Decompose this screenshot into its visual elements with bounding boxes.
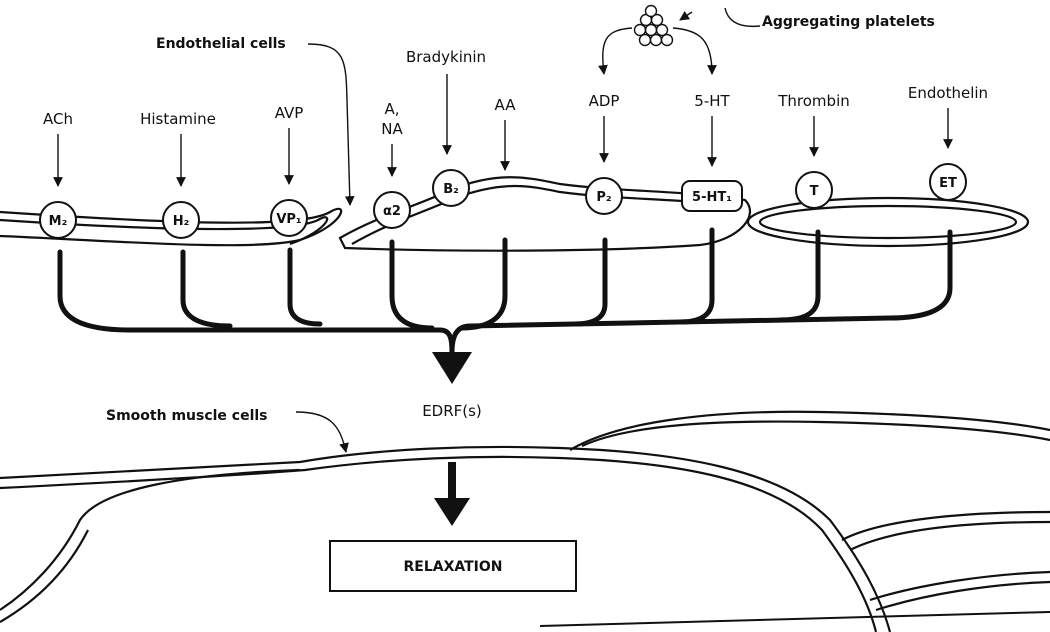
relaxation-arrow (434, 462, 470, 526)
agonist-histamine: Histamine (140, 110, 216, 128)
agonist-ach: ACh (43, 110, 73, 128)
relaxation-box: RELAXATION (330, 541, 576, 591)
smooth-muscle-pointer (296, 412, 346, 452)
agonist-na: NA (381, 120, 403, 138)
agonist-avp: AVP (275, 104, 304, 122)
receptor-h2-label: H₂ (173, 214, 190, 229)
receptor-m2-label: M₂ (49, 214, 68, 229)
receptor-p2-label: P₂ (596, 190, 611, 205)
agonist-a: A, (384, 100, 399, 118)
receptor-et: ET (930, 164, 966, 200)
receptor-5ht1: 5-HT₁ (682, 181, 742, 211)
platelet-to-5ht-arrow (673, 28, 712, 74)
receptor-h2: H₂ (163, 202, 199, 238)
agonist-5ht: 5-HT (694, 92, 730, 110)
relaxation-label: RELAXATION (403, 559, 502, 575)
platelet-to-adp-arrow (603, 28, 632, 74)
agonist-bradykinin: Bradykinin (406, 48, 486, 66)
signal-pathways (60, 230, 950, 384)
receptor-vp1: VP₁ (271, 200, 307, 236)
endothelial-cells-pointer (308, 44, 350, 205)
receptor-b2-label: B₂ (443, 182, 459, 197)
receptor-t-label: T (810, 184, 819, 199)
smooth-muscle-cells-label: Smooth muscle cells (106, 408, 268, 424)
receptor-b2: B₂ (433, 170, 469, 206)
endothelial-cells-label: Endothelial cells (156, 36, 286, 52)
agonist-aa: AA (495, 96, 517, 114)
receptor-alpha2-label: α2 (383, 204, 401, 219)
aggregating-platelets-label: Aggregating platelets (762, 14, 935, 30)
endothelial-membranes (0, 177, 1028, 250)
receptor-et-label: ET (939, 176, 957, 191)
agonist-endothelin: Endothelin (908, 84, 988, 102)
smooth-muscle-membranes (0, 412, 1050, 632)
edrf-label: EDRF(s) (422, 402, 482, 420)
receptor-t: T (796, 172, 832, 208)
receptor-p2: P₂ (586, 178, 622, 214)
platelet-cluster-icon (635, 6, 673, 46)
receptor-5ht1-label: 5-HT₁ (692, 190, 732, 205)
agonist-adp: ADP (589, 92, 620, 110)
receptor-vp1-label: VP₁ (276, 212, 301, 227)
agonist-thrombin: Thrombin (777, 92, 850, 110)
platelet-label-leader (725, 8, 760, 26)
receptor-alpha2: α2 (374, 192, 410, 228)
receptor-m2: M₂ (40, 202, 76, 238)
platelet-pointer-arrow (680, 12, 692, 20)
